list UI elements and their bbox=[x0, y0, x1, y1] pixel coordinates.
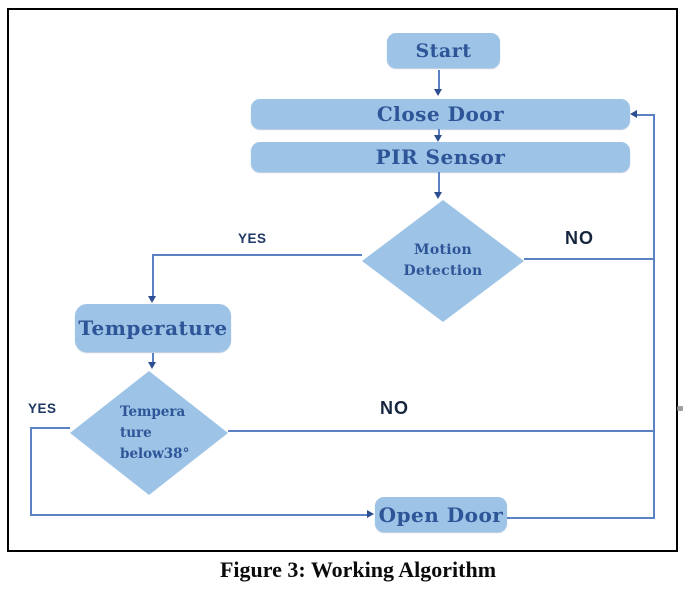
edge-temp-yes-hline2 bbox=[30, 514, 367, 516]
edge-temperature-check-arrowhead bbox=[148, 362, 156, 369]
edge-pir-motion-arrowhead bbox=[434, 192, 442, 199]
motion-detection-line1: Motion bbox=[414, 242, 472, 258]
edge-closedoor-pir-line bbox=[438, 129, 440, 136]
node-close-door: Close Door bbox=[251, 99, 630, 129]
edge-temp-yes-hline1 bbox=[30, 427, 70, 429]
edge-return-into-closedoor-line bbox=[637, 114, 654, 116]
temperature-check-line3: below38° bbox=[120, 445, 190, 462]
figure-caption: Figure 3: Working Algorithm bbox=[219, 557, 497, 582]
edge-return-vline bbox=[653, 114, 655, 519]
node-start-label: Start bbox=[415, 39, 472, 62]
node-pir-sensor: PIR Sensor bbox=[251, 142, 630, 172]
edge-motion-yes-hline bbox=[152, 254, 362, 256]
motion-detection-line2: Detection bbox=[403, 263, 483, 279]
edge-pir-motion-line bbox=[438, 172, 440, 193]
node-open-door: Open Door bbox=[375, 497, 507, 532]
node-open-door-label: Open Door bbox=[378, 502, 504, 527]
label-temp-yes: YES bbox=[28, 401, 57, 416]
edge-motion-yes-vline bbox=[152, 254, 154, 297]
node-temperature: Temperature bbox=[75, 304, 231, 352]
node-temperature-label: Temperature bbox=[78, 316, 228, 340]
edge-temperature-check-line bbox=[152, 353, 154, 363]
node-close-door-label: Close Door bbox=[376, 102, 505, 126]
edge-temp-no-hline bbox=[228, 430, 653, 432]
edge-start-closedoor-arrowhead bbox=[434, 89, 442, 96]
label-motion-no: NO bbox=[565, 228, 594, 248]
node-temperature-check-label: Tempera ture below38° bbox=[70, 402, 228, 465]
edge-start-closedoor-line bbox=[438, 70, 440, 90]
edge-closedoor-pir-arrowhead bbox=[434, 135, 442, 142]
label-motion-yes: YES bbox=[238, 231, 267, 246]
figure-border bbox=[7, 8, 678, 552]
label-temp-no: NO bbox=[380, 398, 409, 418]
edge-temp-yes-arrowhead bbox=[367, 510, 374, 518]
node-start: Start bbox=[387, 33, 500, 68]
edge-opendoor-loop-line bbox=[507, 517, 653, 519]
node-motion-detection-label: Motion Detection bbox=[404, 240, 483, 282]
edge-motion-yes-arrowhead bbox=[148, 296, 156, 303]
node-pir-sensor-label: PIR Sensor bbox=[375, 145, 506, 169]
temperature-check-line2: ture bbox=[120, 424, 152, 441]
edge-motion-no-hline bbox=[524, 258, 654, 260]
edge-temp-yes-vline bbox=[30, 427, 32, 515]
edge-return-into-closedoor-arrowhead bbox=[630, 110, 637, 118]
edge-artifact-mark bbox=[677, 406, 683, 411]
temperature-check-line1: Tempera bbox=[120, 403, 186, 420]
